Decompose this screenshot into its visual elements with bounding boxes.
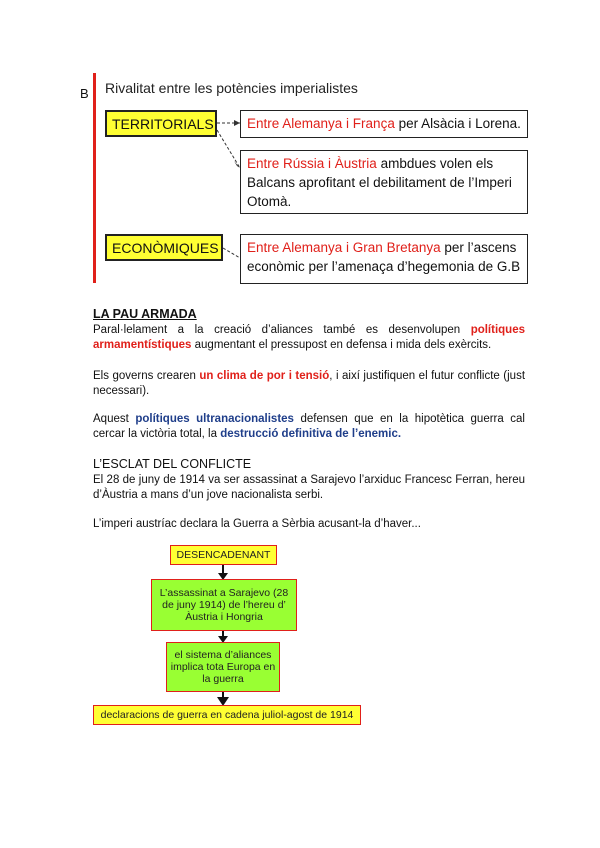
heading-pau-armada: LA PAU ARMADA (93, 307, 197, 321)
flow-step-trigger: DESENCADENANT (170, 545, 277, 565)
flowchart-arrows (217, 565, 229, 706)
red-margin-bar (93, 73, 96, 283)
connector-economiques-britain (222, 247, 241, 259)
arrowhead (218, 636, 228, 643)
rivalry-countries: Entre Alemanya i França (247, 116, 395, 131)
section-letter: B (80, 86, 89, 101)
arrowhead (218, 573, 228, 580)
highlight-red: un clima de por i tensió (199, 370, 330, 382)
paragraph-assassination: El 28 de juny de 1914 va ser assassinat … (93, 474, 525, 501)
text: augmentant el pressupost en defensa i mi… (191, 339, 492, 351)
category-territorials: TERRITORIALS (105, 110, 217, 137)
paragraph-climate: Els governs crearen un clima de por i te… (93, 369, 525, 399)
text: defensen que en la hipotètica guerra cal… (93, 413, 525, 440)
flow-step-declarations: declaracions de guerra en cadena juliol-… (93, 705, 361, 725)
arrowhead (217, 697, 229, 706)
paragraph-armament: Paral·lelament a la creació d’aliances t… (93, 323, 525, 353)
rivalry-detail: per Alsàcia i Lorena. (394, 116, 521, 131)
rivalry-countries: Entre Rússia i Àustria (247, 156, 377, 171)
rivalry-detail: ambdues volen els Balcans aprofitant el … (247, 156, 512, 209)
text: Aquest (93, 413, 136, 425)
rivalry-box-russia-austria: Entre Rússia i Àustria ambdues volen els… (240, 150, 528, 214)
text: Els governs crearen (93, 370, 200, 382)
text: , i així justifiquen el futur conflicte … (93, 370, 526, 397)
highlight-red: polítiques armamentístiques (93, 324, 525, 351)
text: Paral·lelament a la creació d’aliances t… (93, 324, 471, 336)
diagram-title: Rivalitat entre les potències imperialis… (105, 80, 358, 96)
flow-step-alliances: el sistema d’aliances implica tota Europ… (166, 642, 280, 692)
rivalry-box-germany-britain: Entre Alemanya i Gran Bretanya per l’asc… (240, 234, 528, 284)
paragraph-ultranationalism: Aquest polítiques ultranacionalistes def… (93, 412, 525, 442)
arrowhead (234, 161, 240, 168)
rivalry-detail: per l’ascens econòmic per l’amenaça d’he… (247, 240, 521, 274)
rivalry-box-germany-france: Entre Alemanya i França per Alsàcia i Lo… (240, 110, 528, 138)
arrowhead (234, 120, 240, 126)
heading-esclat: L’ESCLAT DEL CONFLICTE (93, 457, 252, 471)
paragraph-declaration: L’imperi austríac declara la Guerra a Sè… (93, 518, 421, 530)
rivalry-countries: Entre Alemanya i Gran Bretanya (247, 240, 441, 255)
connector-territorials-russia (216, 129, 241, 169)
category-economiques: ECONÒMIQUES (105, 234, 223, 261)
diagram-connectors (216, 120, 241, 259)
highlight-blue: destrucció definitiva de l’enemic. (220, 428, 402, 440)
highlight-blue: polítiques ultranacionalistes (135, 413, 294, 425)
flow-step-assassination: L’assassinat a Sarajevo (28 de juny 1914… (151, 579, 297, 631)
